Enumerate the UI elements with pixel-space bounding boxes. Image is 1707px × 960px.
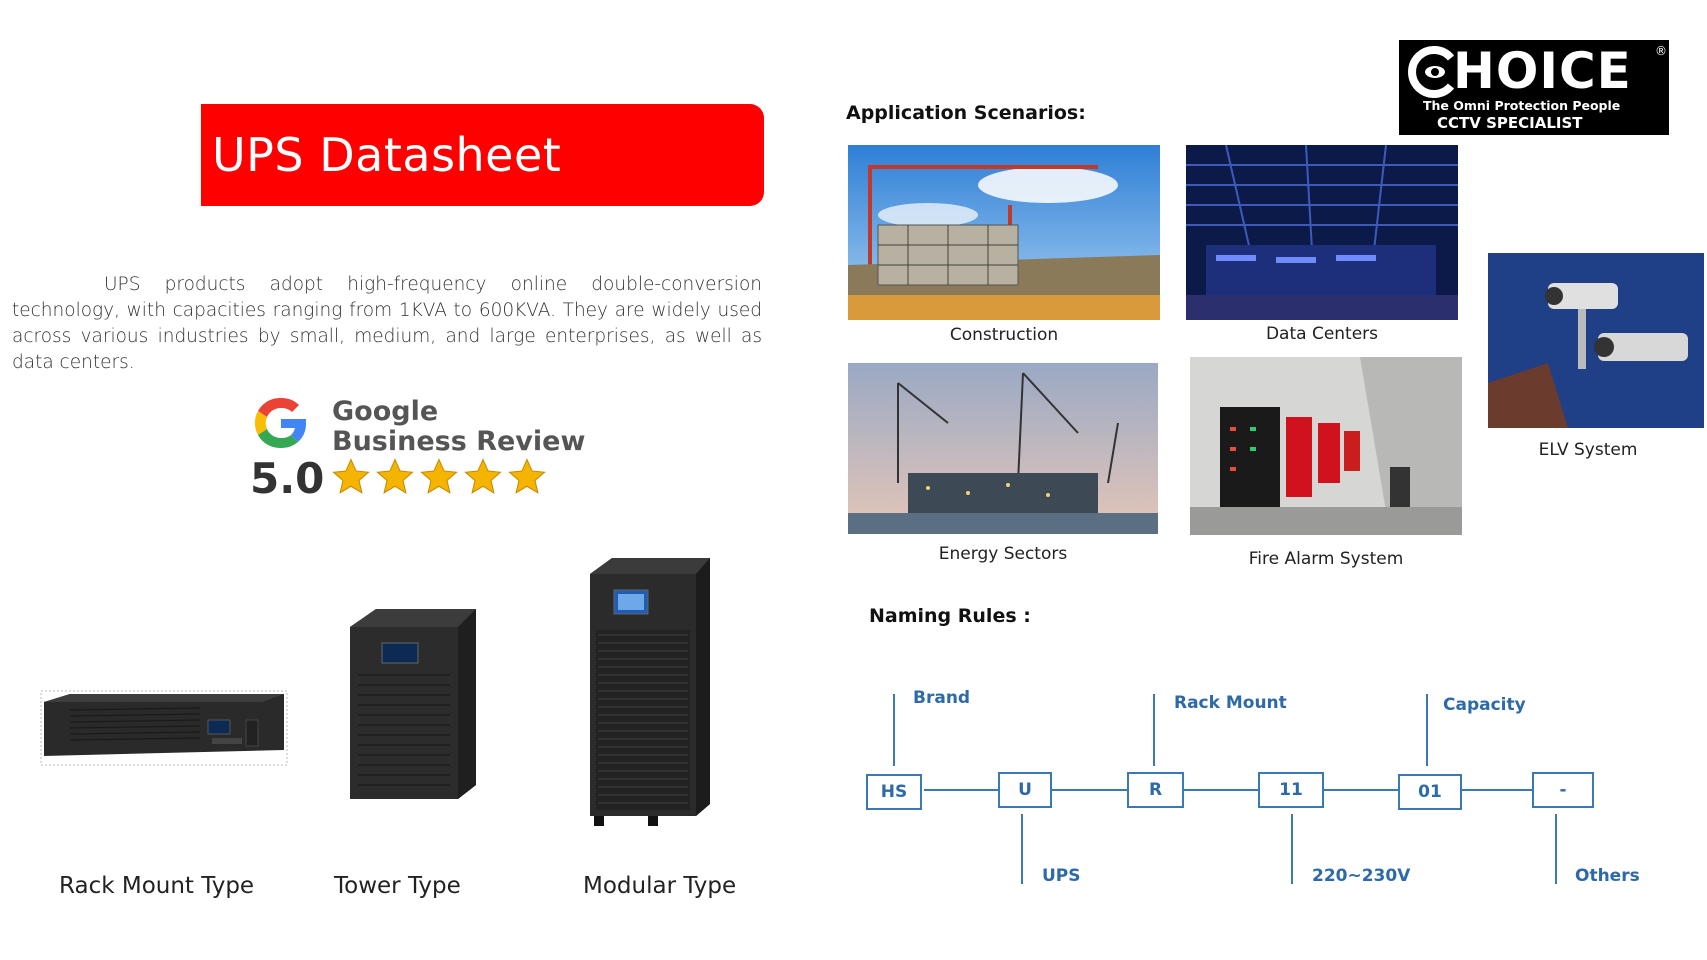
registered-mark: ® xyxy=(1655,44,1667,58)
caption-elv-system: ELV System xyxy=(1538,440,1638,460)
logo-tagline: The Omni Protection People xyxy=(1423,98,1621,113)
application-heading: Application Scenarios: xyxy=(846,102,1086,124)
description: UPS products adopt high-frequency online… xyxy=(12,274,762,373)
rating-stars xyxy=(330,456,548,498)
fire-alarm-photo xyxy=(1190,357,1462,535)
title-banner xyxy=(201,104,764,206)
google-review-badge: Google Business Review 5.0 xyxy=(250,392,585,503)
product-label-tower: Tower Type xyxy=(334,873,461,899)
star-icon xyxy=(420,458,458,494)
caption-fire-alarm: Fire Alarm System xyxy=(1248,549,1404,569)
elv-system-photo xyxy=(1488,253,1704,428)
label-voltage: 220~230V xyxy=(1312,866,1411,886)
google-brand-text: Google xyxy=(332,396,439,427)
code-box-brand: HS xyxy=(866,774,922,810)
code-box-capacity: 01 xyxy=(1398,774,1462,810)
choice-logo: HOICE ® The Omni Protection People CCTV … xyxy=(1399,40,1669,135)
rack-mount-ups-image xyxy=(40,690,288,766)
label-others: Others xyxy=(1575,866,1640,886)
star-icon xyxy=(508,458,546,494)
modular-ups-image xyxy=(590,558,710,826)
star-icon xyxy=(332,458,370,494)
google-g-icon xyxy=(254,397,307,449)
product-label-modular: Modular Type xyxy=(583,873,737,899)
construction-photo xyxy=(848,145,1160,320)
logo-wordmark: HOICE xyxy=(1453,42,1632,100)
star-icon xyxy=(464,458,502,494)
code-box-type: U xyxy=(998,772,1052,808)
caption-energy-sectors: Energy Sectors xyxy=(938,544,1068,564)
logo-specialist: CCTV SPECIALIST xyxy=(1437,114,1583,132)
business-review-text: Business Review xyxy=(332,426,586,457)
energy-sectors-photo xyxy=(848,363,1158,534)
caption-construction: Construction xyxy=(949,325,1059,345)
code-box-voltage: 11 xyxy=(1258,772,1324,808)
star-icon xyxy=(376,458,414,494)
naming-connector-lines xyxy=(893,694,1557,884)
label-brand: Brand xyxy=(913,688,971,708)
tower-ups-image xyxy=(350,609,476,799)
caption-data-centers: Data Centers xyxy=(1265,324,1379,344)
rating-value: 5.0 xyxy=(250,454,325,503)
product-label-rack-mount: Rack Mount Type xyxy=(59,873,255,899)
data-center-photo xyxy=(1186,145,1458,320)
code-box-others: - xyxy=(1532,772,1594,808)
eye-c-logo-icon xyxy=(1408,46,1455,98)
code-box-mount: R xyxy=(1127,772,1184,808)
label-rack-mount: Rack Mount xyxy=(1174,693,1287,713)
page-title: UPS Datasheet xyxy=(212,128,562,182)
naming-heading: Naming Rules : xyxy=(869,605,1031,627)
label-capacity: Capacity xyxy=(1443,695,1526,715)
label-ups: UPS xyxy=(1042,866,1081,886)
